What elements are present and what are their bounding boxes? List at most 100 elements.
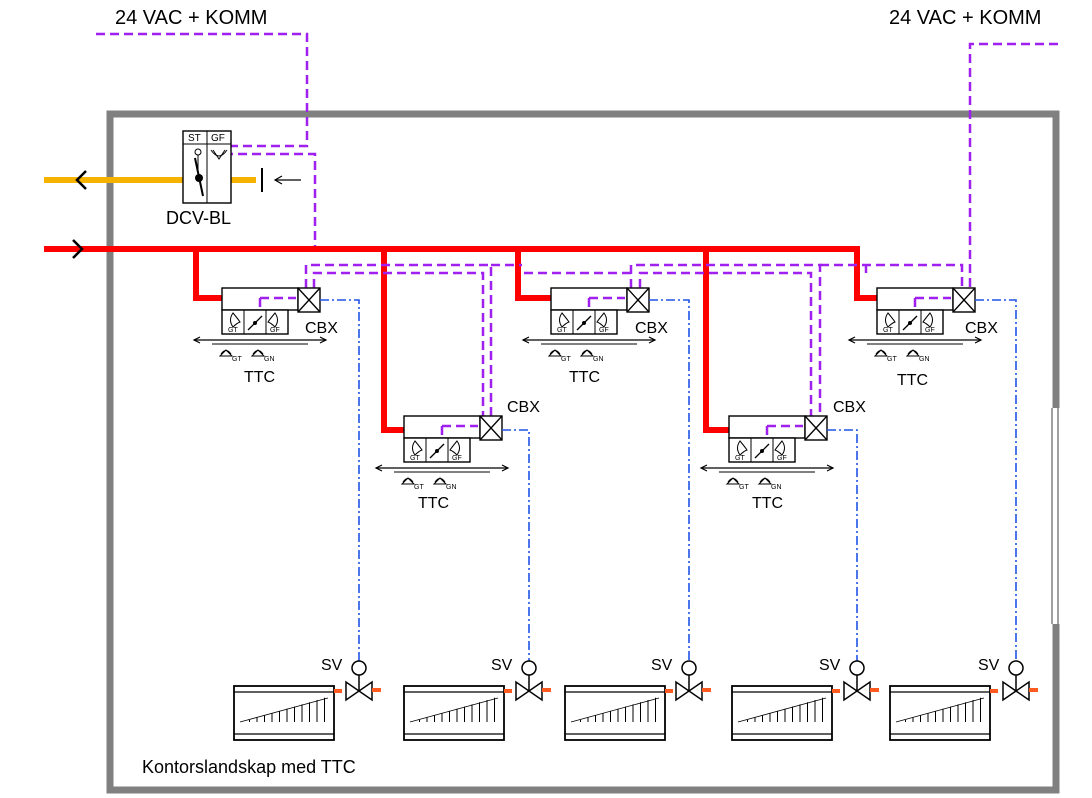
radiator xyxy=(731,685,840,741)
supply-label-right: 24 VAC + KOMM xyxy=(889,7,1041,29)
gf-label: GF xyxy=(452,455,462,462)
cbx-label: CBX xyxy=(965,320,998,337)
internal-comm xyxy=(913,296,951,310)
radiator-body xyxy=(403,685,505,741)
comm-line-left xyxy=(96,32,309,148)
gt-label: GT xyxy=(883,327,893,334)
valve-body xyxy=(1002,680,1030,702)
cbx-cross xyxy=(952,287,976,313)
sensor-icon xyxy=(726,477,740,485)
damper-gf-label: GF xyxy=(211,133,225,144)
radiator xyxy=(564,685,673,741)
control-line xyxy=(827,429,858,661)
gf-label: GF xyxy=(270,327,280,334)
supply-label-left: 24 VAC + KOMM xyxy=(115,7,267,29)
valve-body xyxy=(515,680,543,702)
cbx-label: CBX xyxy=(507,399,540,416)
ttc-label: TTC xyxy=(244,369,275,386)
gt-sensor-label: GT xyxy=(232,356,242,363)
cbx-cross xyxy=(626,287,650,313)
gt-label: GT xyxy=(735,455,745,462)
sv-label: SV xyxy=(651,657,673,674)
radiator-body xyxy=(731,685,833,741)
gt-sensor-label: GT xyxy=(887,356,897,363)
gt-label: GT xyxy=(557,327,567,334)
valve-body xyxy=(345,680,373,702)
gf-label: GF xyxy=(925,327,935,334)
sensor-icon xyxy=(874,349,888,357)
arrow-icon xyxy=(699,464,708,472)
comm-loop-2 xyxy=(312,271,485,417)
comm-loop-6 xyxy=(820,263,964,288)
valve xyxy=(1002,660,1038,702)
supply-branch-3 xyxy=(515,249,552,301)
internal-comm xyxy=(258,296,296,310)
sensor-icon xyxy=(219,349,233,357)
supply-arrow-icon xyxy=(72,239,84,259)
arrow-icon xyxy=(974,336,983,344)
gt-label: GT xyxy=(410,455,420,462)
cbx-label: CBX xyxy=(833,399,866,416)
gt-sensor-label: GT xyxy=(739,484,749,491)
comm-line-left-b xyxy=(224,152,317,247)
cbx-label: CBX xyxy=(305,320,338,337)
control-lines xyxy=(320,299,1017,661)
sensor-icon xyxy=(580,349,594,357)
valve-actuator xyxy=(849,660,865,676)
arrow-icon xyxy=(192,336,201,344)
sv-label: SV xyxy=(819,657,841,674)
control-line xyxy=(502,429,530,661)
gn-sensor-label: GN xyxy=(593,356,604,363)
arrow-icon xyxy=(847,336,856,344)
sensor-icon xyxy=(758,477,772,485)
supply-branch-1 xyxy=(193,249,223,301)
sv-label: SV xyxy=(491,657,513,674)
sv-label: SV xyxy=(321,657,343,674)
sensor-icon xyxy=(251,349,265,357)
radiator-body xyxy=(233,685,335,741)
cbx-cross xyxy=(804,415,828,441)
valve-body xyxy=(675,680,703,702)
gn-sensor-label: GN xyxy=(771,484,782,491)
cbx-label: CBX xyxy=(635,320,668,337)
ttc-label: TTC xyxy=(569,369,600,386)
gn-sensor-label: GN xyxy=(919,356,930,363)
arrow-icon xyxy=(319,336,328,344)
sv-label: SV xyxy=(978,657,1000,674)
valve-actuator xyxy=(351,660,367,676)
flow-arrowhead-icon xyxy=(273,175,283,185)
internal-comm xyxy=(765,424,803,438)
supply-branch-2 xyxy=(381,249,404,433)
radiator-body xyxy=(564,685,666,741)
sensor-icon xyxy=(548,349,562,357)
supply-branch-5 xyxy=(854,249,878,301)
internal-comm xyxy=(440,424,478,438)
arrow-icon xyxy=(648,336,657,344)
gn-sensor-label: GN xyxy=(264,356,275,363)
comm-loop-3 xyxy=(629,263,822,417)
gt-label: GT xyxy=(228,327,238,334)
ttc-unit: GT GF GT GN xyxy=(374,415,510,491)
valve xyxy=(515,660,551,702)
gf-label: GF xyxy=(599,327,609,334)
ttc-unit: GT GF GT GN xyxy=(192,287,328,363)
valve-actuator xyxy=(521,660,537,676)
gn-sensor-label: GN xyxy=(446,484,457,491)
sensor-icon xyxy=(906,349,920,357)
radiator xyxy=(889,685,998,741)
cbx-cross xyxy=(479,415,503,441)
valve-actuator xyxy=(681,660,697,676)
comm-loop-1 xyxy=(304,263,493,417)
radiator xyxy=(403,685,512,741)
arrow-icon xyxy=(501,464,510,472)
gt-sensor-label: GT xyxy=(414,484,424,491)
radiators: SV SV SV SV SV xyxy=(233,657,1038,741)
valve xyxy=(675,660,711,702)
damper-st-label: ST xyxy=(188,133,201,144)
radiator-body xyxy=(889,685,991,741)
comm-loop-4 xyxy=(638,271,813,417)
